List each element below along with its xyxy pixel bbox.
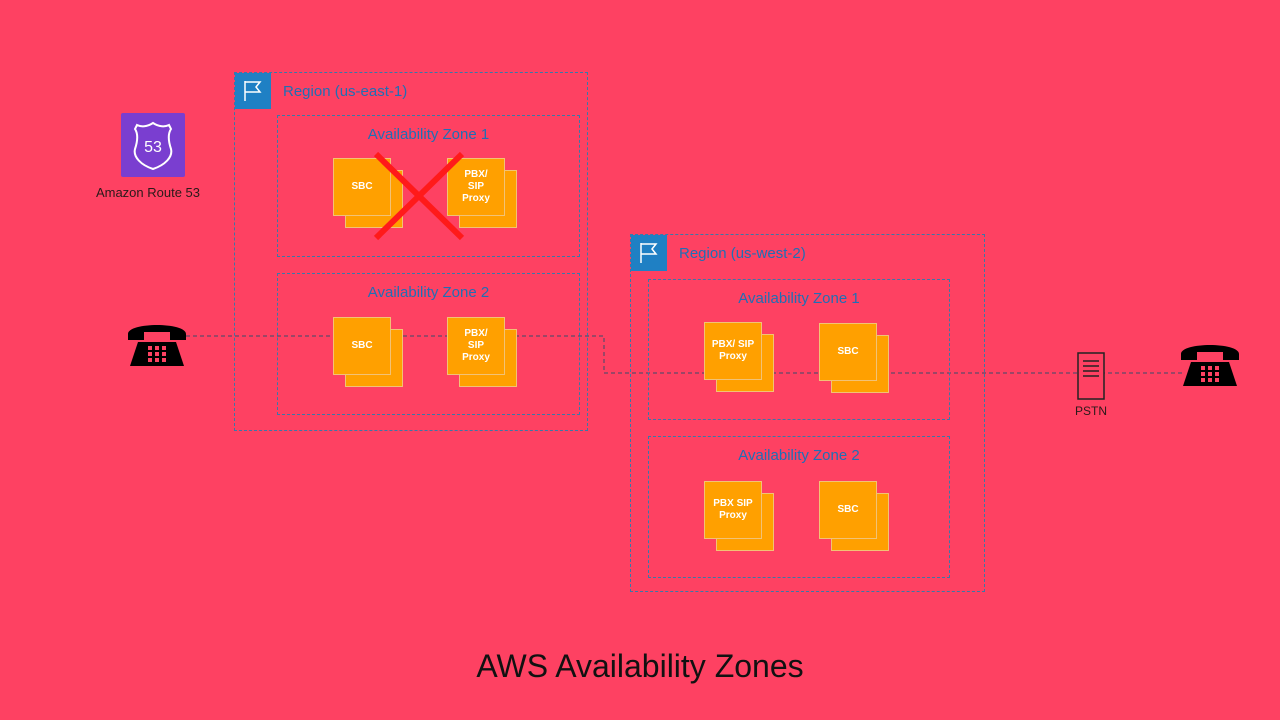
region-flag-icon: [631, 235, 667, 271]
sbc-node: SBC: [333, 317, 405, 389]
pbx-sip-proxy-node: PBX/ SIP Proxy: [447, 158, 519, 230]
pstn-label: PSTN: [1074, 404, 1107, 418]
region-us-east-1: Region (us-east-1) Availability Zone 1 S…: [234, 72, 588, 431]
pbx-sip-proxy-node: PBX/ SIP Proxy: [447, 317, 519, 389]
pbx-label: PBX/ SIP Proxy: [704, 322, 762, 380]
sbc-label: SBC: [333, 317, 391, 375]
sbc-label: SBC: [333, 158, 391, 216]
az-label: Availability Zone 2: [367, 284, 490, 301]
sbc-label: SBC: [819, 323, 877, 381]
route53-icon: 53: [121, 113, 185, 177]
sbc-node: SBC: [819, 323, 891, 395]
pbx-label: PBX SIP Proxy: [704, 481, 762, 539]
pstn-server-icon: [1077, 352, 1105, 400]
region-label: Region (us-east-1): [283, 83, 408, 100]
availability-zone-1: Availability Zone 1 SBC PBX/ SIP Proxy: [277, 115, 580, 257]
failure-cross-icon: [373, 151, 465, 241]
svg-text:53: 53: [144, 139, 162, 156]
pbx-label: PBX/ SIP Proxy: [447, 158, 505, 216]
pbx-label: PBX/ SIP Proxy: [447, 317, 505, 375]
availability-zone-1: Availability Zone 1 PBX/ SIP Proxy SBC: [648, 279, 950, 420]
az-label: Availability Zone 2: [738, 447, 860, 464]
route53-label: Amazon Route 53: [95, 185, 201, 200]
az-label: Availability Zone 1: [738, 290, 860, 307]
pbx-sip-proxy-node: PBX SIP Proxy: [704, 481, 776, 553]
region-flag-icon: [235, 73, 271, 109]
right-telephone-icon: [1181, 345, 1239, 386]
sbc-label: SBC: [819, 481, 877, 539]
region-label: Region (us-west-2): [679, 245, 806, 262]
diagram-title: AWS Availability Zones: [476, 648, 804, 684]
left-telephone-icon: [128, 325, 186, 366]
availability-zone-2: Availability Zone 2 SBC PBX/ SIP Proxy: [277, 273, 580, 415]
region-us-west-2: Region (us-west-2) Availability Zone 1 P…: [630, 234, 985, 592]
az-label: Availability Zone 1: [367, 126, 490, 143]
pbx-sip-proxy-node: PBX/ SIP Proxy: [704, 322, 776, 394]
availability-zone-2: Availability Zone 2 PBX SIP Proxy SBC: [648, 436, 950, 578]
sbc-node: SBC: [819, 481, 891, 553]
